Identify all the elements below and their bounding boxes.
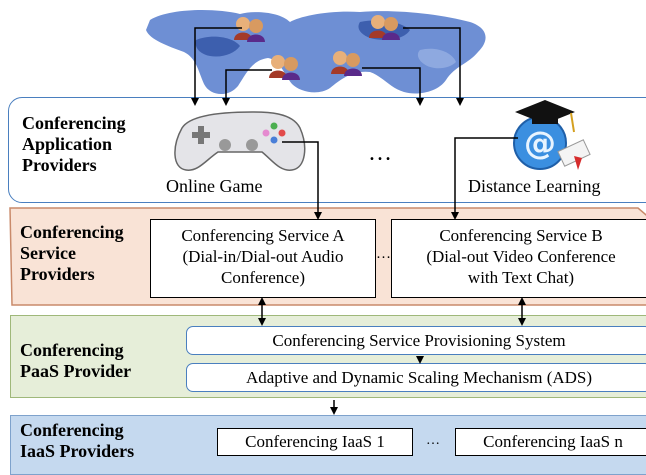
provisioning-system-box: Conferencing Service Provisioning System [186,326,646,355]
iaas-ellipsis: … [426,433,440,448]
distance-learning-icon: @ [513,100,591,170]
services-ellipsis: … [376,246,391,262]
iaas-n-box: Conferencing IaaS n [455,428,646,456]
iaas-layer-label: Conferencing IaaS Providers [20,420,135,461]
user-group-icon-2 [369,15,400,40]
world-map-illustration [146,10,486,95]
ads-box: Adaptive and Dynamic Scaling Mechanism (… [186,363,646,392]
user-group-icon-4 [331,51,362,76]
apps-ellipsis: … [368,140,392,166]
service-layer-label: Conferencing Service Providers [20,222,124,284]
gamepad-icon [174,111,306,171]
paas-layer-label: Conferencing PaaS Provider [20,340,132,381]
conferencing-service-b: Conferencing Service B (Dial-out Video C… [391,219,646,298]
svg-text:@: @ [524,124,556,162]
distance-learning-label: Distance Learning [468,176,601,196]
conferencing-service-a: Conferencing Service A (Dial-in/Dial-out… [150,219,376,298]
application-layer-label: Conferencing Application Providers [22,113,126,175]
user-group-icon-1 [234,17,265,42]
user-group-icon-3 [269,55,300,80]
online-game-label: Online Game [166,176,263,196]
connector-arrows [191,27,526,415]
iaas-1-box: Conferencing IaaS 1 [217,428,413,456]
